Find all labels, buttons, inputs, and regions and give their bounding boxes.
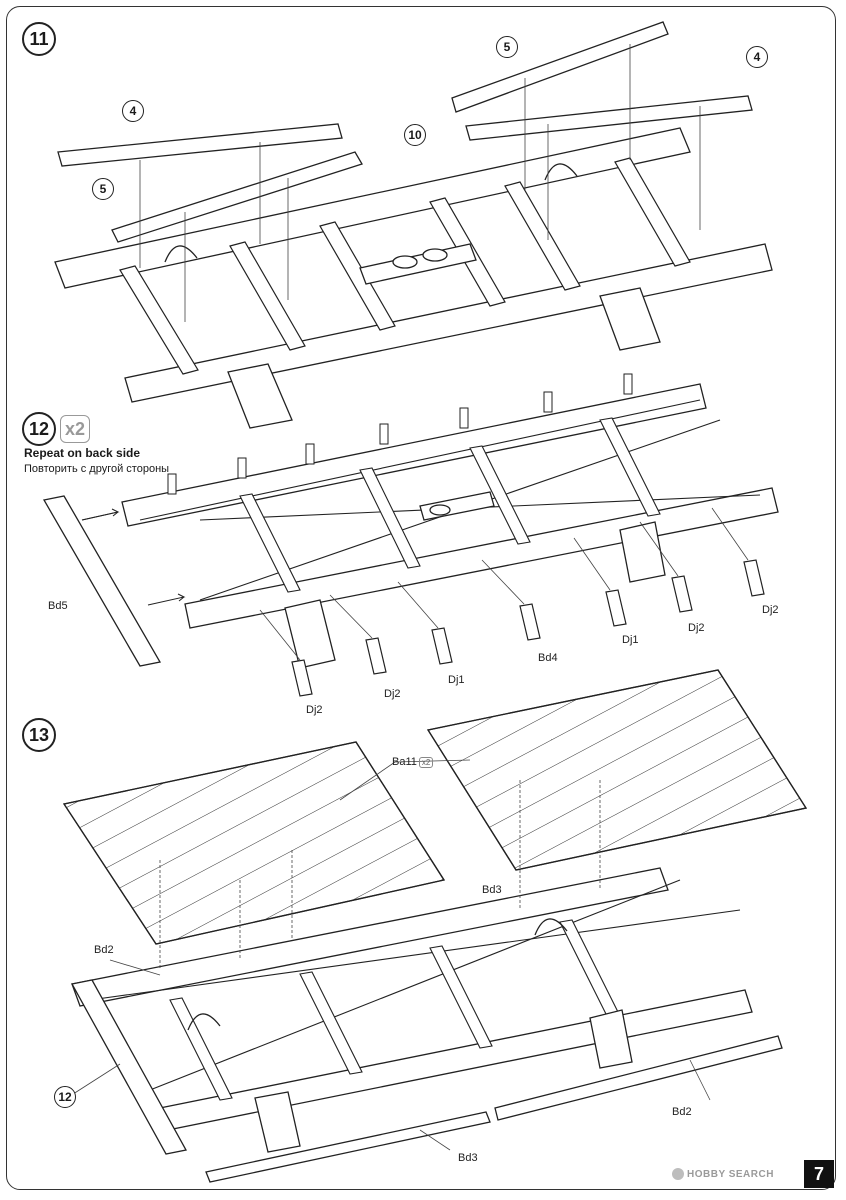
label-dj2-3: Dj2	[688, 622, 705, 634]
step13-rail-front	[149, 989, 753, 1133]
label-bd4: Bd4	[538, 652, 558, 664]
label-bd2-right: Bd2	[672, 1106, 692, 1118]
step13-drawing	[62, 669, 808, 1183]
part-bd5	[42, 495, 162, 667]
label-ba11-text: Ba11	[392, 756, 417, 768]
callout-part-10-frame: 10	[404, 124, 426, 146]
label-dj2-1: Dj2	[306, 704, 323, 716]
label-dj2-4: Dj2	[762, 604, 779, 616]
callout-step-12-subassembly: 12	[54, 1086, 76, 1108]
deck-panel-left	[62, 741, 446, 945]
step12-drawing	[42, 373, 779, 697]
label-dj2-2: Dj2	[384, 688, 401, 700]
page-frame	[6, 6, 836, 1190]
step12-note-russian: Повторить с другой стороны	[24, 463, 170, 475]
part-bd2-right	[494, 1035, 783, 1121]
callout-part-5-right: 5	[496, 36, 518, 58]
step-11-number: 11	[29, 28, 49, 49]
label-dj1-1: Dj1	[448, 674, 465, 686]
step-12-number: 12	[28, 418, 50, 439]
part-5-right	[451, 21, 669, 113]
step12-note-english: Repeat on back side	[24, 446, 141, 460]
label-ba11-multiplier: x2	[418, 756, 434, 768]
part-4-left	[57, 123, 343, 167]
part-4-right	[465, 95, 753, 141]
watermark-logo-icon	[672, 1168, 684, 1180]
step12-rail-front	[184, 487, 779, 629]
label-bd5: Bd5	[48, 600, 68, 612]
label-bd2-left: Bd2	[94, 944, 114, 956]
step11-frame-rail-front	[124, 243, 773, 403]
deck-panel-right	[426, 669, 808, 871]
watermark-text: HOBBY SEARCH	[687, 1168, 774, 1180]
step13-rail-back	[71, 867, 669, 1007]
part-bd3-bottom	[205, 1111, 491, 1183]
label-dj1-2: Dj1	[622, 634, 639, 646]
step11-frame-rail-back	[54, 127, 691, 289]
step-13-badge: 13	[22, 718, 56, 752]
step12-rail-back	[121, 383, 707, 527]
step11-drawing	[54, 21, 773, 429]
label-bd3-top: Bd3	[482, 884, 502, 896]
step-13-number: 13	[28, 724, 50, 745]
watermark: HOBBY SEARCH	[672, 1168, 774, 1180]
step-11-badge: 11	[22, 22, 56, 56]
label-bd3-bottom: Bd3	[458, 1152, 478, 1164]
callout-part-4-left: 4	[122, 100, 144, 122]
callout-part-5-left: 5	[92, 178, 114, 200]
part-5-left	[111, 151, 363, 243]
page-number: 7	[804, 1160, 834, 1188]
step-12-badge: 12	[22, 412, 56, 446]
step-12-multiplier: x2	[60, 415, 91, 443]
callout-part-4-right: 4	[746, 46, 768, 68]
